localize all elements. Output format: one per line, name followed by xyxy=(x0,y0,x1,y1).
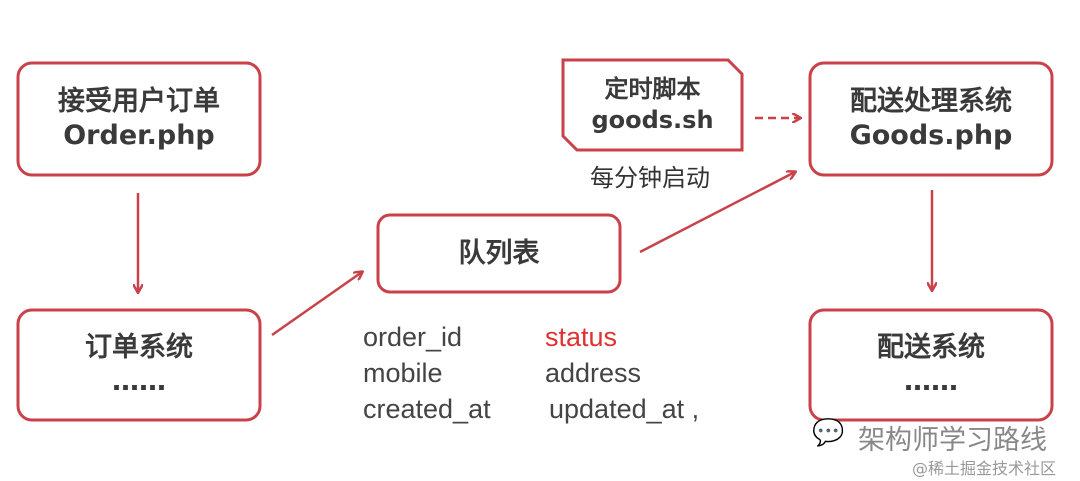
delivery-box-shape xyxy=(808,308,1054,422)
node-order-system: 订单系统 …… xyxy=(18,310,260,420)
arrow-queue-to-goods xyxy=(639,172,795,254)
node-script-note: 每分钟启动 xyxy=(590,165,710,192)
queue-box-shape xyxy=(376,213,622,294)
node-goods-file: Goods.php xyxy=(849,120,1013,151)
node-script-file: goods.sh xyxy=(591,106,714,134)
node-queue: 队列表 xyxy=(378,215,620,292)
script-box-shape xyxy=(561,58,744,152)
node-goods-title: 配送处理系统 xyxy=(850,86,1012,117)
node-delivery-ellipsis: …… xyxy=(904,366,958,397)
field-order-id: order_id xyxy=(363,322,463,352)
goods-box-shape xyxy=(808,61,1054,177)
arrow-system-to-queue xyxy=(271,272,362,337)
node-order: 接受用户订单 Order.php xyxy=(18,63,260,175)
node-delivery-title: 配送系统 xyxy=(877,332,985,363)
node-script: 定时脚本 goods.sh xyxy=(563,60,742,150)
order-box-shape xyxy=(16,61,262,177)
field-status: status xyxy=(545,322,618,352)
order-system-box-shape xyxy=(16,308,262,422)
node-order-title: 接受用户订单 xyxy=(58,86,220,117)
watermark-source: @稀土掘金技术社区 xyxy=(912,459,1057,478)
node-order-file: Order.php xyxy=(63,120,215,151)
node-script-title: 定时脚本 xyxy=(604,75,701,103)
field-updated-at: updated_at , xyxy=(549,394,700,424)
field-address: address xyxy=(545,358,642,388)
node-order-system-ellipsis: …… xyxy=(112,366,166,397)
wechat-icon: 💬 xyxy=(812,418,845,448)
node-goods: 配送处理系统 Goods.php xyxy=(810,63,1052,175)
node-queue-title: 队列表 xyxy=(458,237,540,269)
watermark-title: 架构师学习路线 xyxy=(858,425,1047,456)
field-mobile: mobile xyxy=(363,358,443,388)
node-delivery: 配送系统 …… xyxy=(810,310,1052,420)
field-created-at: created_at xyxy=(363,394,491,424)
node-order-system-title: 订单系统 xyxy=(85,332,193,363)
